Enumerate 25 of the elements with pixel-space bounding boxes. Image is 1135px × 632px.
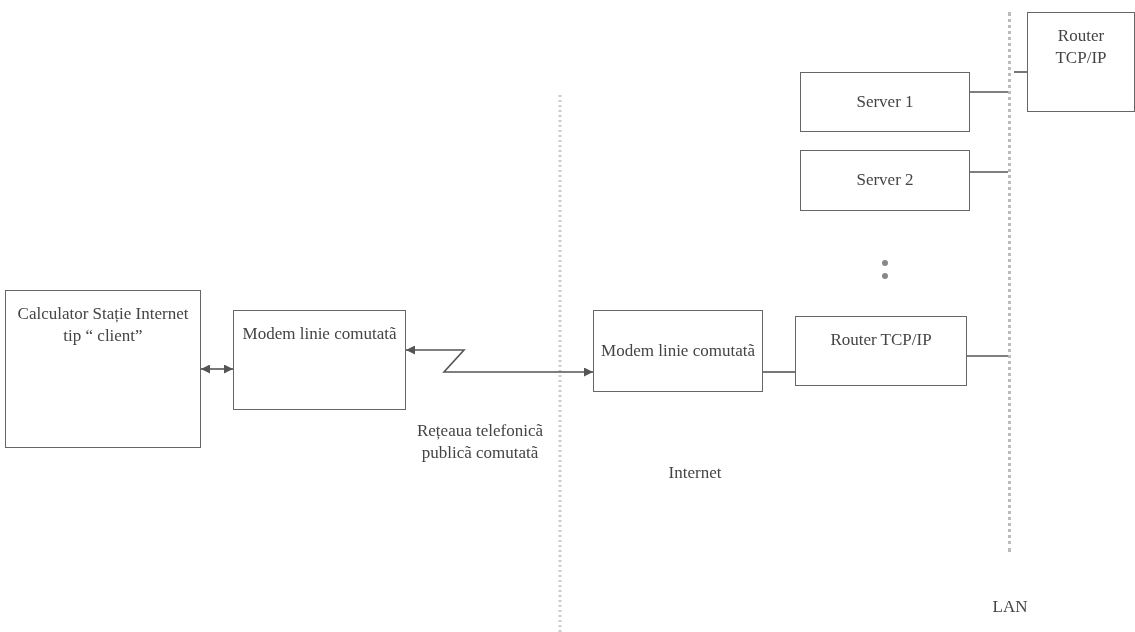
block-box xyxy=(795,316,967,386)
block-label: Modem linie comutatã xyxy=(601,339,755,362)
block-label: Modem linie comutatã xyxy=(242,323,397,345)
arrow xyxy=(405,345,594,377)
connector-line xyxy=(1013,71,1028,73)
block-label: Router TCP/IP xyxy=(830,329,932,351)
connector-line xyxy=(969,91,1009,93)
arrow xyxy=(200,364,234,374)
connector-line xyxy=(966,355,1009,357)
block-box xyxy=(800,150,970,211)
block-box xyxy=(233,310,406,410)
block-label: Router TCP/IP xyxy=(1054,25,1108,70)
area-label: Rețeaua telefonicã publicã comutatã xyxy=(416,420,544,465)
block-label: Server 2 xyxy=(856,169,914,192)
block-label: Calculator Stație Internet tip “ client” xyxy=(16,303,190,348)
area-label: Internet xyxy=(667,462,723,484)
connector-line xyxy=(969,171,1009,173)
area-label: LAN xyxy=(991,596,1029,618)
block-box xyxy=(593,310,763,392)
block-box xyxy=(800,72,970,132)
block-label: Server 1 xyxy=(856,90,914,113)
block-box xyxy=(1027,12,1135,112)
connector-line xyxy=(762,371,796,373)
bus-line xyxy=(1008,12,1014,552)
block-box xyxy=(5,290,201,448)
